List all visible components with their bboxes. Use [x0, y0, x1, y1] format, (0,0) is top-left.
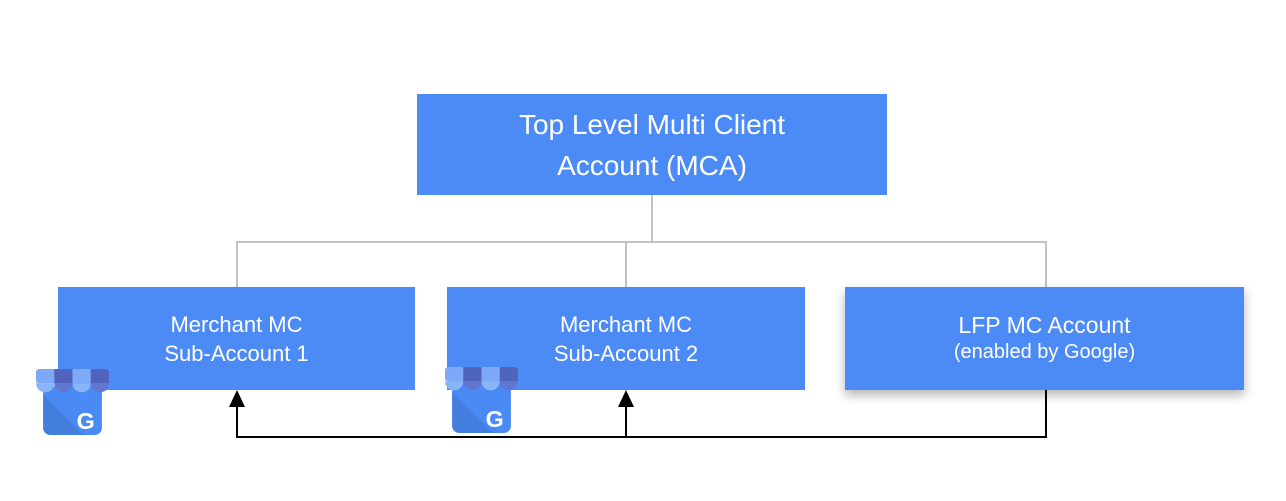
awning-scallop: [90, 383, 109, 393]
connector-lfp-down: [1045, 390, 1047, 437]
awning-band-dark: [54, 369, 73, 384]
arrowhead-into-sub1: [229, 390, 245, 407]
awning-band-dark: [463, 367, 482, 382]
awning-scallop: [481, 381, 500, 391]
node-sub2-line1: Merchant MC: [559, 311, 693, 337]
google-g-letter: G: [486, 406, 504, 432]
google-my-business-icon: G: [445, 364, 518, 435]
awning-scallop: [499, 381, 518, 391]
awning-scallop: [36, 383, 55, 393]
arrowhead-into-sub2: [618, 390, 634, 407]
connector-arrow-stem-sub2: [625, 404, 627, 437]
storefront-body: [452, 384, 511, 433]
node-lfp-line2: (enabled by Google): [953, 341, 1136, 363]
awning-scallop: [54, 383, 73, 393]
connector-drop-to-lfp: [1045, 241, 1047, 287]
awning-band-dark: [90, 369, 109, 384]
node-lfp-mc-account: LFP MC Account (enabled by Google): [845, 287, 1244, 390]
awning-scallop: [72, 383, 91, 393]
google-g-letter: G: [77, 408, 95, 434]
connector-drop-to-sub1: [236, 241, 238, 287]
storefront-body: [43, 386, 102, 435]
node-mca-line1: Top Level Multi Client: [518, 108, 786, 140]
node-sub1-line1: Merchant MC: [170, 311, 303, 337]
node-sub2-line2: Sub-Account 2: [553, 340, 699, 366]
connector-drop-to-sub2: [625, 241, 627, 287]
connector-arrow-stem-sub1: [236, 404, 238, 437]
google-my-business-icon: G: [36, 366, 109, 437]
node-lfp-line1: LFP MC Account: [958, 312, 1131, 338]
awning-band-dark: [499, 367, 518, 382]
awning-scallop: [463, 381, 482, 391]
connector-mca-stem: [651, 195, 653, 242]
connector-black-rail: [236, 436, 1047, 438]
node-merchant-sub1: Merchant MC Sub-Account 1: [58, 287, 415, 390]
node-mca: Top Level Multi Client Account (MCA): [417, 94, 887, 195]
node-mca-line2: Account (MCA): [557, 149, 747, 181]
node-sub1-line2: Sub-Account 1: [164, 340, 309, 366]
awning-scallop: [445, 381, 464, 391]
connector-gray-rail: [236, 241, 1047, 243]
